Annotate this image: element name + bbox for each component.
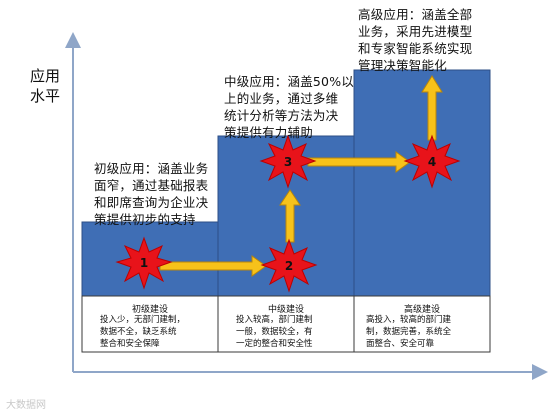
nodes (115, 134, 461, 293)
star-node-3 (259, 134, 317, 189)
node-label-1: 1 (140, 256, 148, 270)
level-3-description: 高级应用：涵盖全部 业务，采用先进模型 和专家智能系统实现 管理决策智能化 (358, 7, 473, 73)
flow-arrows (159, 75, 443, 277)
stage-2-desc: 投入较高，部门建制 一般，数据较全，有 一定的整合和安全性 (236, 315, 313, 349)
node-label-4: 4 (428, 155, 436, 169)
stage-3-title: 高级建设 (403, 305, 440, 315)
block-advanced (353, 69, 491, 297)
arrow-3-to-4 (307, 151, 411, 173)
star-node-4 (403, 134, 461, 189)
stage-1-title: 初级建设 (131, 305, 168, 315)
watermark-text: 大数据网 (6, 400, 46, 411)
level-2-description: 中级应用：涵盖50%以 上的业务，通过多维 统计分析等方法为决 策提供有力辅助 (224, 74, 354, 140)
node-label-2: 2 (285, 259, 293, 273)
stage-boxes (81, 295, 491, 353)
level-1-description: 初级应用：涵盖业务 面窄，通过基础报表 和即席查询为企业决 策提供初步的支持 (94, 161, 209, 227)
y-axis-label: 应用 水平 (30, 67, 61, 105)
arrow-1-to-2 (159, 255, 267, 277)
stage-box-primary (81, 295, 219, 353)
stage-1-desc: 投入少，无部门建制， 数据不全，缺乏系统 整合和安全保障 (100, 315, 186, 349)
arrow-2-to-3 (279, 189, 301, 243)
stage-3-desc: 高投入，较高的部门建 制，数据完善，系统全 面整合、安全可靠 (366, 315, 452, 349)
star-node-1 (115, 236, 173, 290)
stage-box-advanced (353, 295, 491, 353)
arrow-4-up (421, 75, 443, 141)
stage-2-title: 中级建设 (267, 305, 304, 315)
node-label-3: 3 (284, 155, 292, 169)
star-node-2 (260, 238, 318, 293)
